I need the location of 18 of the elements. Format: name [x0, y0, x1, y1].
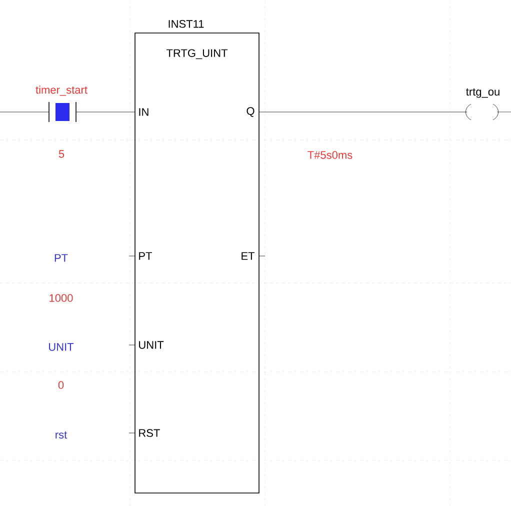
coil-symbol	[466, 104, 498, 120]
node-label: INST11	[168, 20, 204, 28]
value-text: 5	[58, 150, 64, 158]
pin-label: ET	[242, 252, 255, 260]
value-text: 0	[58, 381, 64, 389]
pin-label: UNIT	[139, 341, 164, 349]
pin-label: IN	[139, 108, 148, 116]
variable-name: timer_start	[36, 86, 88, 96]
edge-label: T#5s0ms	[306, 150, 354, 160]
pin-label: RST	[139, 429, 160, 437]
variable-name: rst	[56, 431, 68, 439]
value-text: 1000	[50, 294, 73, 302]
pin-label: Q	[246, 107, 254, 117]
variable-name: trtg_ou	[466, 88, 500, 98]
variable-name: UNIT	[49, 343, 74, 351]
variable-name: PT	[54, 254, 68, 262]
pin-label: PT	[139, 252, 152, 260]
contact-symbol	[48, 102, 76, 122]
